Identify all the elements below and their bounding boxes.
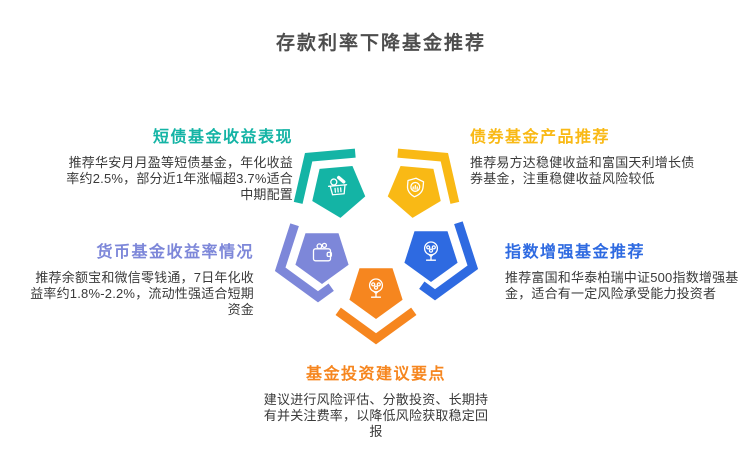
- section-investment-advice: 基金投资建议要点 建议进行风险评估、分散投资、长期持有并关注费率，以降低风险获取…: [262, 366, 490, 440]
- petal-bond-funds: [387, 148, 460, 218]
- petal-short-bond-funds: [293, 148, 366, 218]
- section-heading: 债券基金产品推荐: [470, 129, 611, 146]
- section-body: 推荐易方达稳健收益和富国天利增长债券基金，注重稳健收益风险较低: [470, 155, 695, 186]
- money-tree-icon: [423, 241, 439, 261]
- section-heading: 基金投资建议要点: [305, 366, 446, 383]
- money-tree-icon: [368, 278, 384, 298]
- chevron-shape: [293, 148, 356, 204]
- petal-investment-advice: [335, 268, 417, 345]
- chevron-shape: [274, 223, 334, 303]
- chevron-shape: [335, 307, 417, 345]
- wallet-icon: [312, 242, 333, 262]
- section-bond-funds: 债券基金产品推荐 推荐易方达稳健收益和富国天利增长债券基金，注重稳健收益风险较低: [470, 129, 702, 187]
- section-body: 建议进行风险评估、分散投资、长期持有并关注费率，以降低风险获取稳定回报: [263, 392, 489, 439]
- petal-money-market-funds: [274, 223, 349, 303]
- chevron-shape: [397, 148, 460, 204]
- pentagon-shape: [312, 165, 366, 218]
- section-heading: 指数增强基金推荐: [505, 244, 646, 261]
- section-body: 推荐华安月月盈等短债基金，年化收益率约2.5%，部分近1年涨幅超3.7%适合中期…: [66, 155, 293, 202]
- pentagon-shape: [387, 165, 441, 218]
- section-money-market-funds: 货币基金收益率情况 推荐余额宝和微信零钱通，7日年化收益率约1.8%-2.2%，…: [26, 244, 254, 318]
- section-index-enhanced-funds: 指数增强基金推荐 推荐富国和华泰柏瑞中证500指数增强基金，适合有一定风险承受能…: [505, 244, 741, 302]
- page-title: 存款利率下降基金推荐: [275, 33, 486, 54]
- basket-icon: [327, 175, 348, 196]
- petal-index-enhanced-funds: [404, 221, 479, 301]
- section-heading: 货币基金收益率情况: [96, 244, 254, 261]
- chevron-shape: [419, 221, 479, 301]
- section-short-bond-funds: 短债基金收益表现 推荐华安月月盈等短债基金，年化收益率约2.5%，部分近1年涨幅…: [65, 129, 293, 203]
- section-body: 推荐余额宝和微信零钱通，7日年化收益率约1.8%-2.2%，流动性强适合短期资金: [30, 270, 254, 317]
- section-heading: 短债基金收益表现: [152, 129, 293, 146]
- shield-chart-icon: [406, 177, 425, 198]
- section-body: 推荐富国和华泰柏瑞中证500指数增强基金，适合有一定风险承受能力投资者: [505, 270, 739, 301]
- pentagon-diagram: [274, 148, 479, 345]
- pentagon-shape: [295, 233, 349, 284]
